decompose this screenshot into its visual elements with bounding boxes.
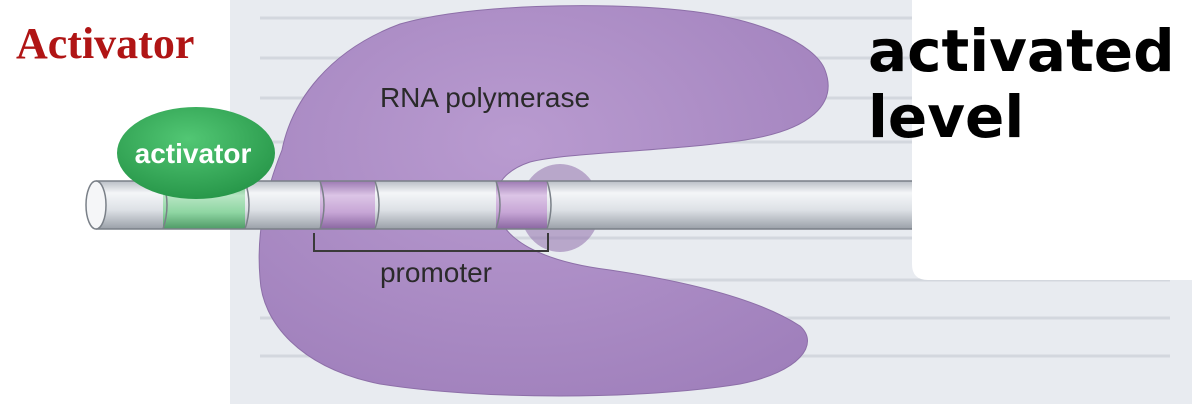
dna-end-cap — [86, 181, 106, 229]
activator-heading: Activator — [16, 22, 194, 66]
activated-level-line-2: level — [868, 84, 1188, 150]
polymerase-label: RNA polymerase — [380, 82, 590, 113]
activator-protein: activator — [117, 107, 275, 199]
activator-label: activator — [135, 138, 252, 169]
promoter-element-minus35 — [320, 181, 375, 229]
activated-level-line-1: activated — [868, 18, 1188, 84]
activated-level-heading: activated level — [868, 18, 1188, 150]
promoter-label: promoter — [380, 257, 492, 288]
promoter-element-minus10 — [496, 181, 547, 229]
